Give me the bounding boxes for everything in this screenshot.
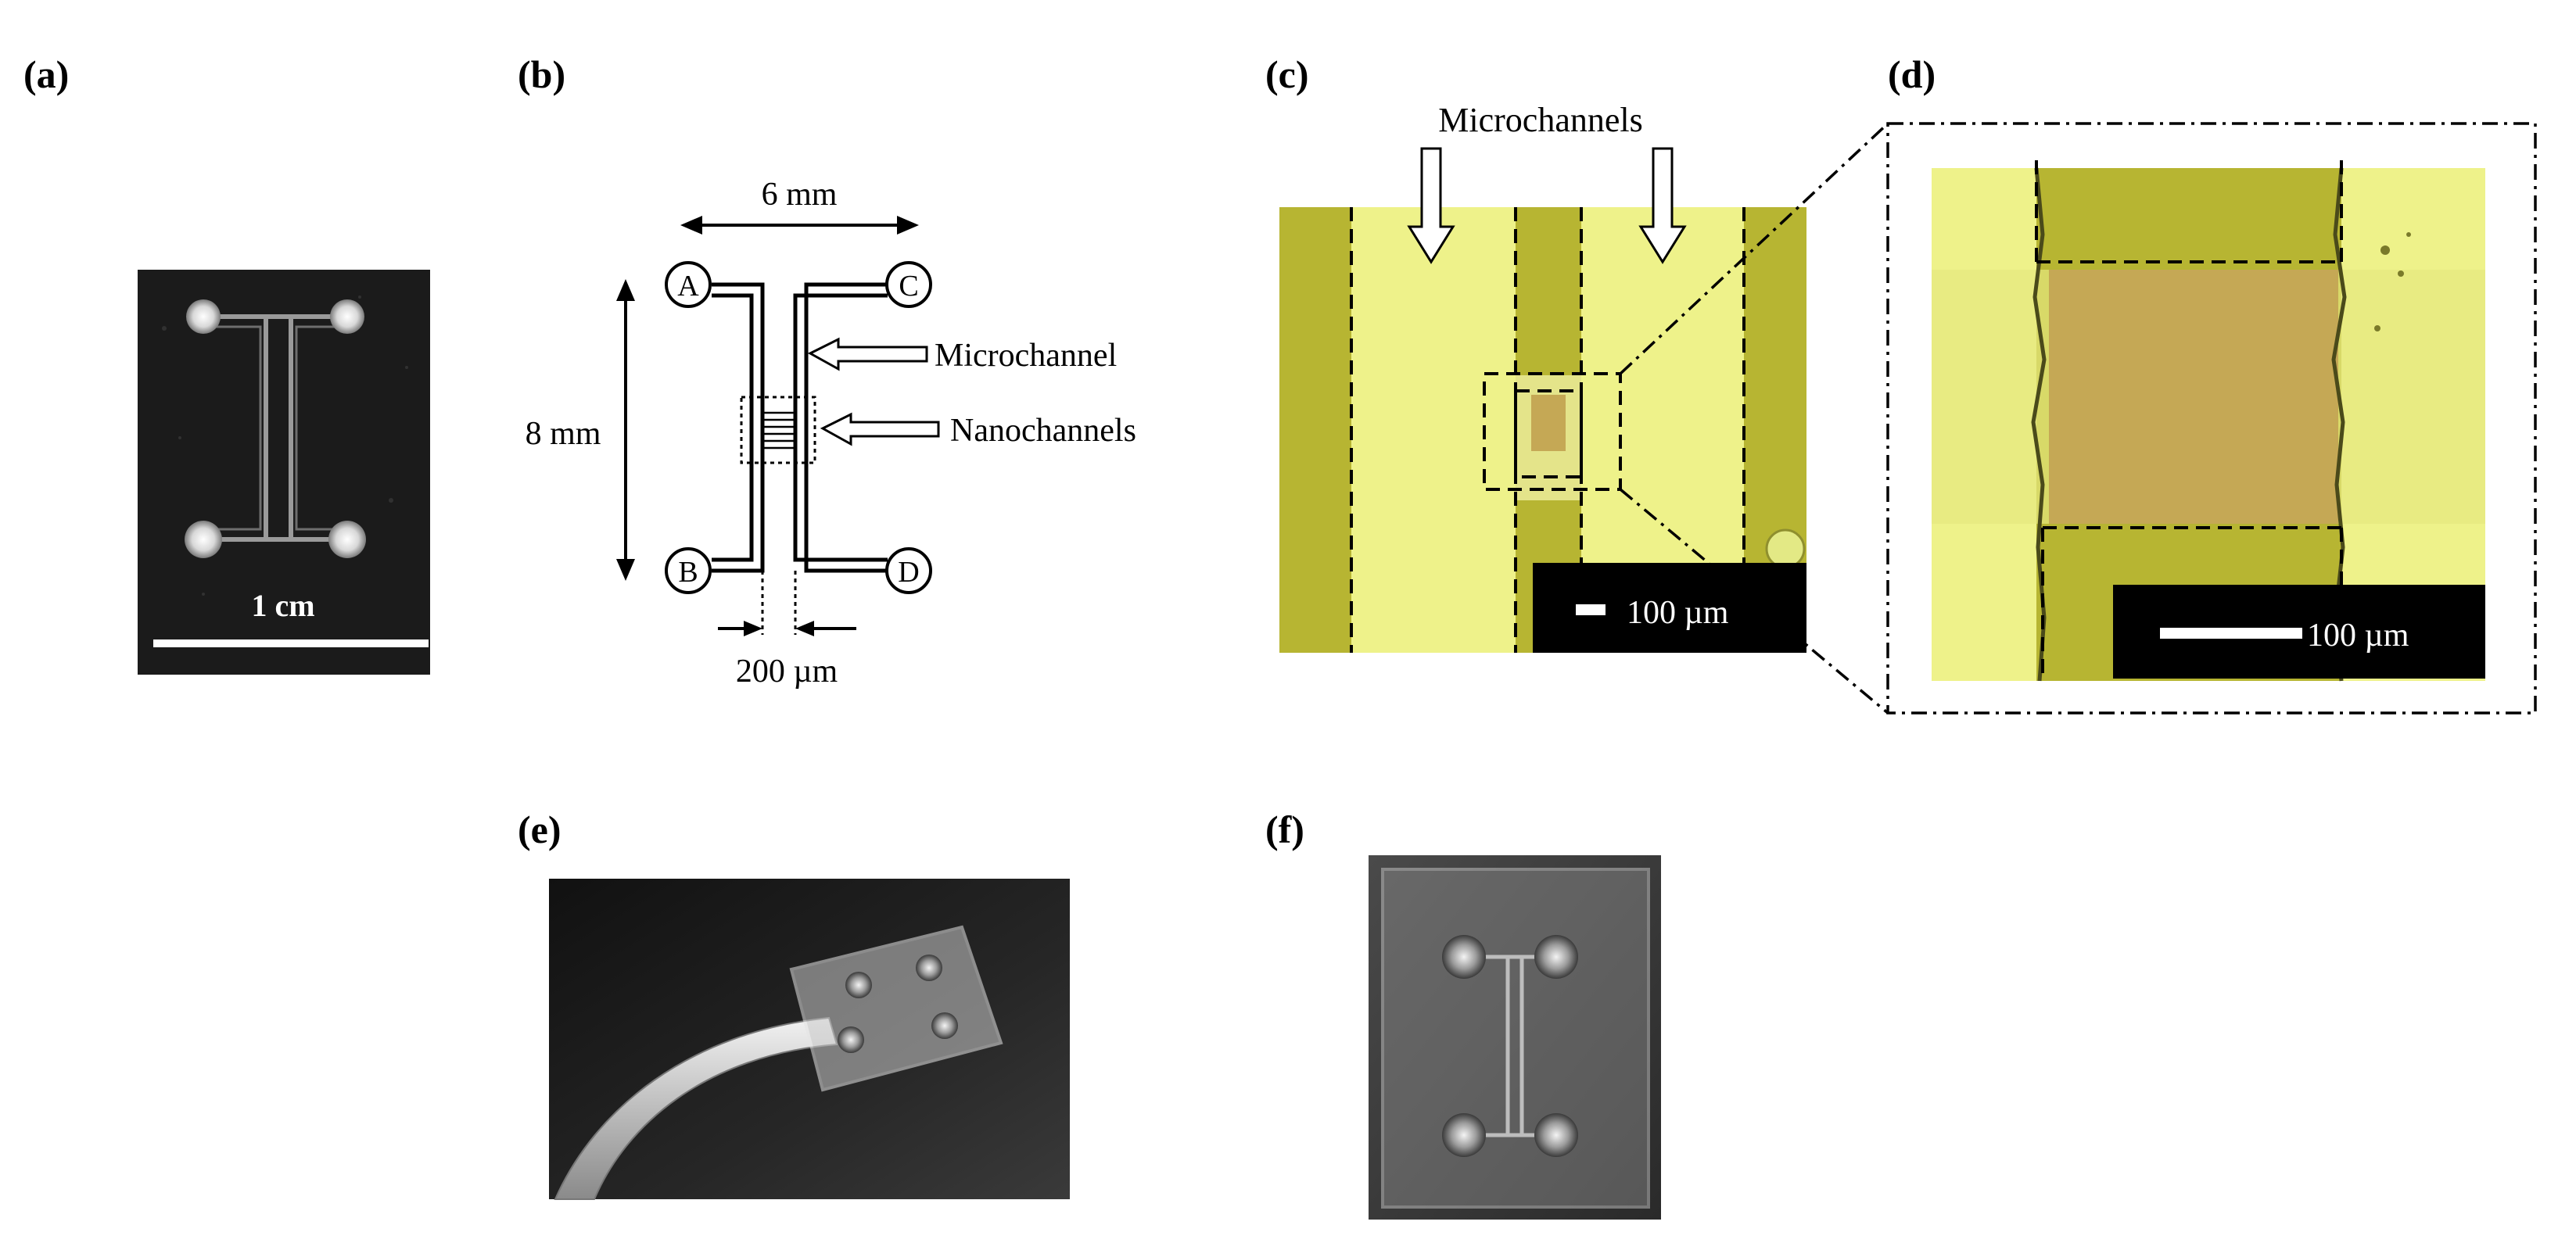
chip-channel-outline <box>205 314 344 542</box>
scale-bar-a <box>153 639 429 647</box>
port-b-circle <box>665 547 712 594</box>
scale-bar-c-label: 100 µm <box>1627 595 1729 631</box>
chip-hole-icon <box>845 972 872 998</box>
panel-a-photo: 1 cm <box>138 270 430 675</box>
panel-label-e: (e) <box>518 808 561 851</box>
chip-hole-icon <box>916 955 942 981</box>
scale-bar-d-label: 100 µm <box>2307 618 2409 654</box>
port-c-circle <box>885 261 932 308</box>
nanochannel-region <box>1531 395 1566 451</box>
chip-hole-icon <box>1442 1113 1486 1157</box>
chip-hole-icon <box>185 521 222 558</box>
port-d-circle <box>885 547 932 594</box>
port-c-label: C <box>899 270 918 303</box>
panel-b-schematic <box>616 216 940 636</box>
chip-hole-icon <box>838 1026 864 1053</box>
callout-arrow-micro <box>807 337 928 371</box>
microchannels-title: Microchannels <box>1438 101 1642 139</box>
chip-hole-icon <box>1534 1113 1578 1157</box>
port-a-circle <box>665 261 712 308</box>
microchannel-arrow-left <box>1407 147 1455 264</box>
scale-bar-d <box>2160 628 2302 639</box>
panel-label-a: (a) <box>23 52 69 96</box>
panel-label-f: (f) <box>1265 808 1304 851</box>
port-a-label: A <box>677 270 699 303</box>
nanochannels-callout-label: Nanochannels <box>950 413 1136 449</box>
callout-arrow-nano <box>820 412 940 446</box>
scale-bar-c <box>1576 604 1606 615</box>
zoom-lines <box>1619 122 1889 715</box>
chip-hole-icon <box>1442 935 1486 979</box>
roi-box <box>1483 372 1622 491</box>
port-b-label: B <box>678 556 698 589</box>
chip-hole-icon <box>931 1012 958 1039</box>
panel-b-text: A B C D 6 mm 8 mm 200 µm Microchannel Na… <box>526 177 1136 690</box>
port-d-label: D <box>898 556 919 589</box>
chip-hole-icon <box>330 299 364 334</box>
chip-hole-icon <box>1534 935 1578 979</box>
gap-dimension-label: 200 µm <box>736 654 838 690</box>
nanochannel-box <box>740 396 816 464</box>
width-dimension-label: 6 mm <box>762 177 838 213</box>
panel-label-b: (b) <box>518 52 565 96</box>
microchannel-arrow-right <box>1638 147 1687 264</box>
chip-hole-icon <box>328 521 366 558</box>
scale-bar-a-label: 1 cm <box>251 588 314 623</box>
height-dimension-label: 8 mm <box>526 416 601 452</box>
panel-f-photo <box>1369 855 1661 1220</box>
panel-label-c: (c) <box>1265 52 1309 96</box>
panel-e-photo <box>549 879 1070 1200</box>
nanochannel-lines <box>762 411 795 450</box>
microchannel-callout-label: Microchannel <box>935 338 1117 374</box>
chip-hole-icon <box>186 299 221 334</box>
zoom-frame <box>1886 122 2537 715</box>
panel-label-d: (d) <box>1888 52 1936 96</box>
panel-d-micrograph: 100 µm <box>1886 122 2537 715</box>
